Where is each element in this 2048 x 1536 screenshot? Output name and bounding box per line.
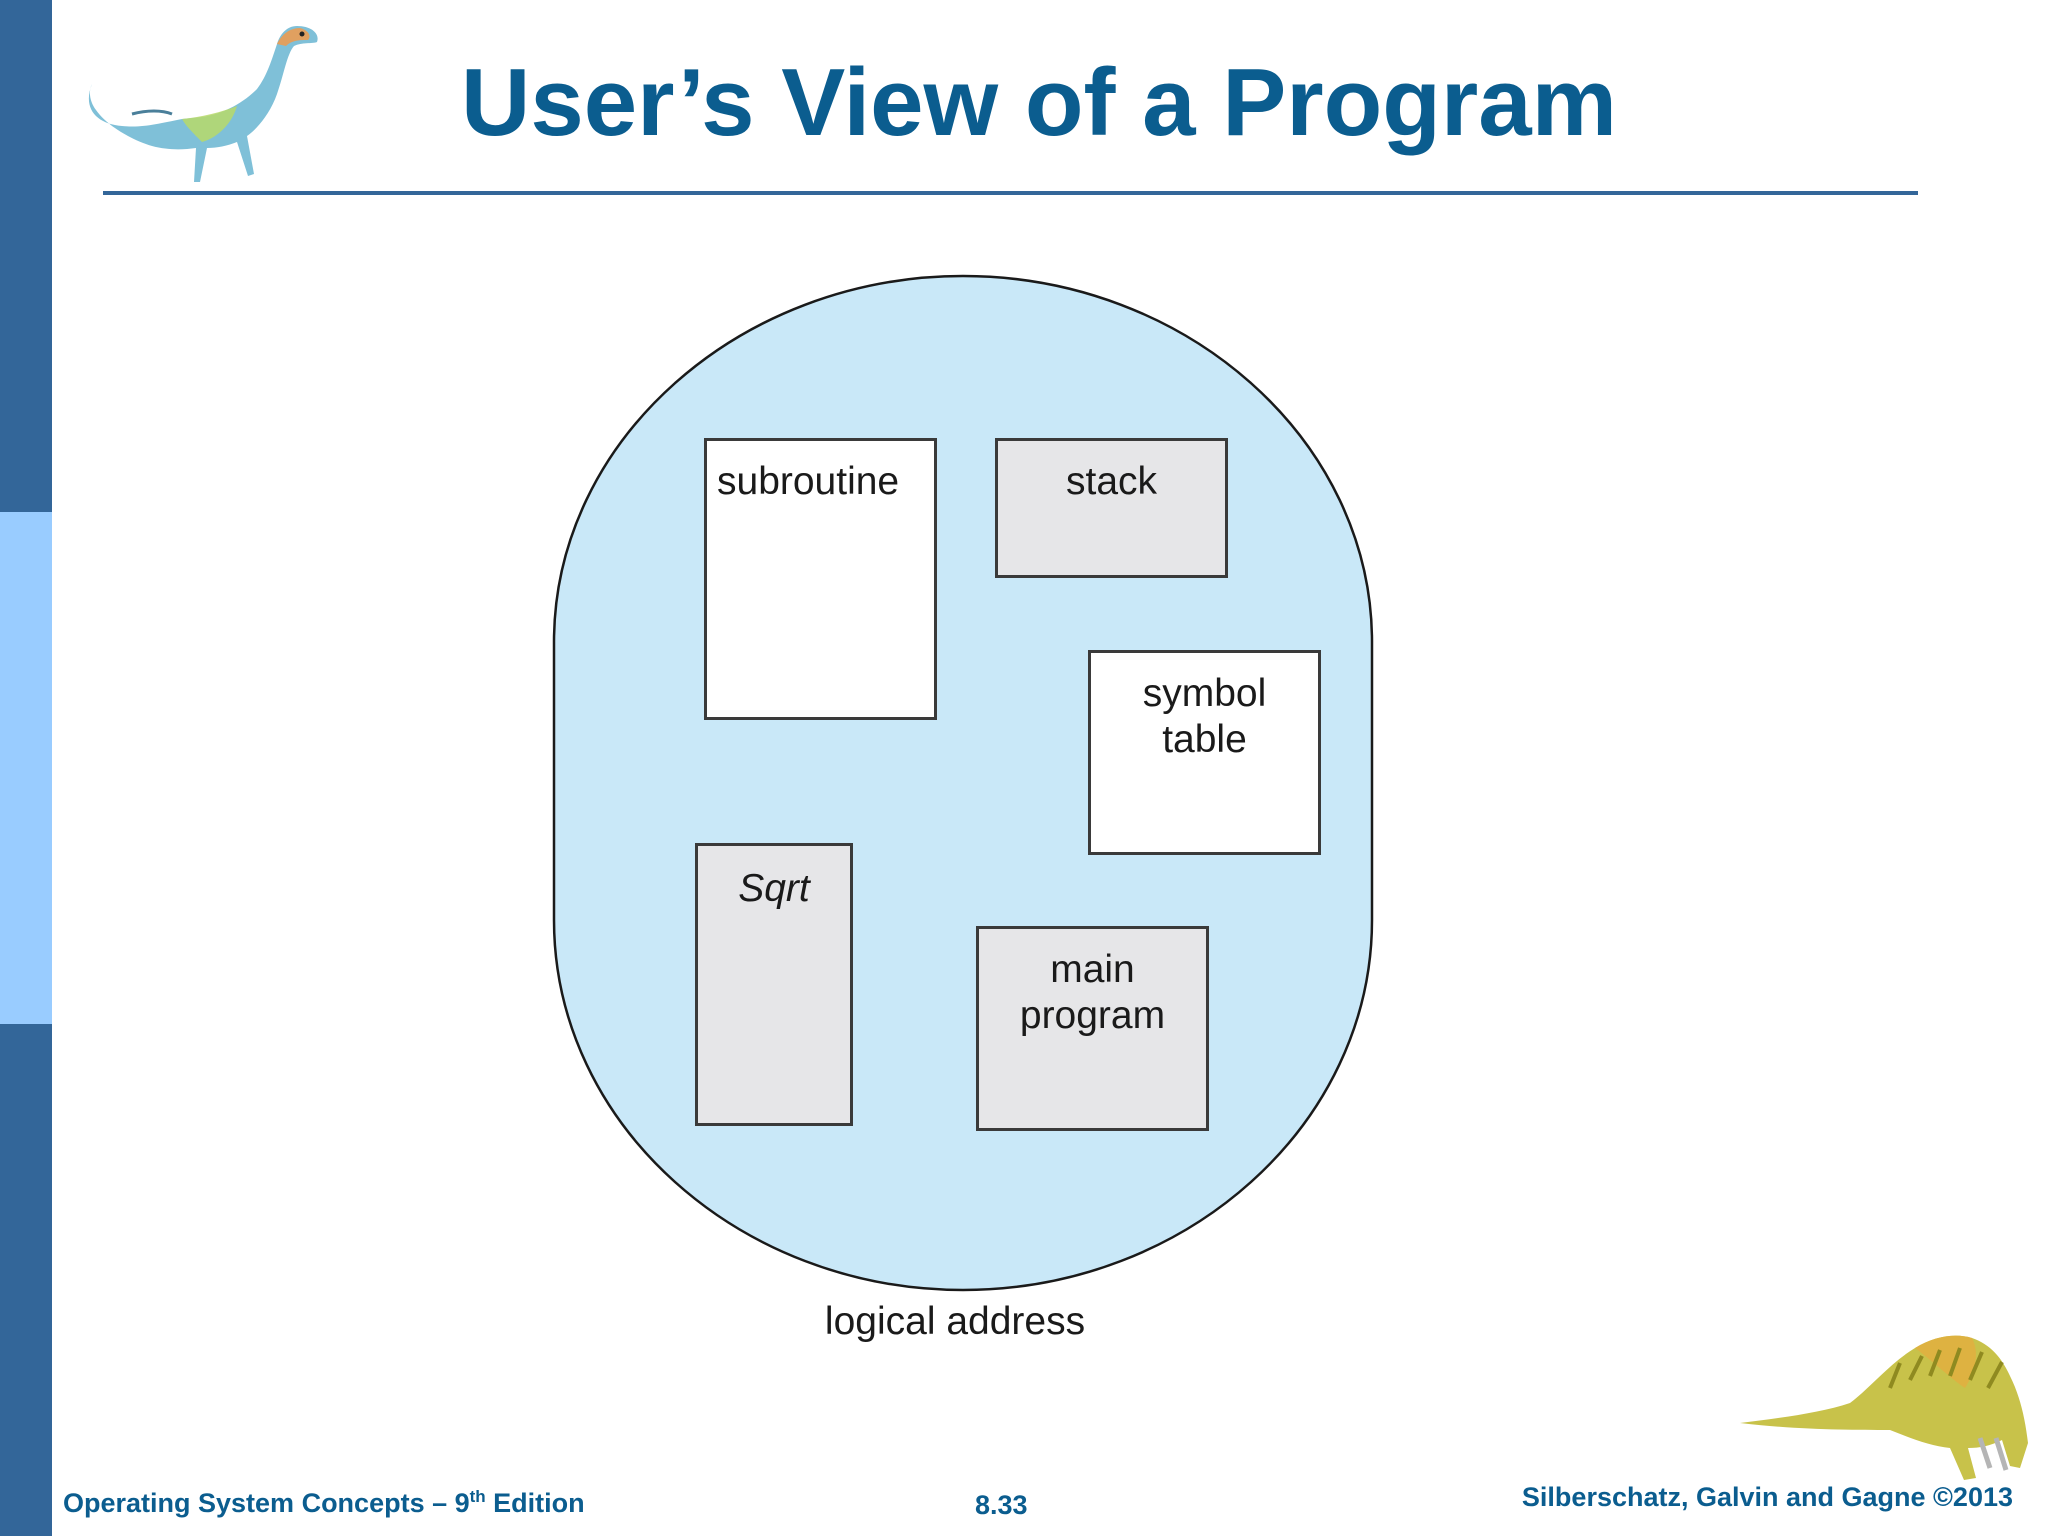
segment-stack: stack: [995, 438, 1228, 578]
segment-main-program-label-line1: main: [1050, 948, 1135, 991]
footer-book-suffix: Edition: [485, 1488, 585, 1518]
footer-book-prefix: Operating System Concepts – 9: [63, 1488, 470, 1518]
segment-main-program-label-line2: program: [1019, 994, 1166, 1037]
logical-address-diagram: subroutine stack symbol table Sqrt main …: [550, 270, 1390, 1343]
segment-main-program: main program: [976, 926, 1209, 1131]
sidebar-band-middle: [0, 512, 52, 1024]
segment-stack-label: stack: [1065, 460, 1158, 503]
page-title: User’s View of a Program: [460, 49, 1618, 156]
footer-book-title: Operating System Concepts – 9th Edition: [63, 1487, 585, 1519]
segment-sqrt-label: Sqrt: [738, 867, 810, 910]
diagram-caption: logical address: [824, 1300, 1086, 1343]
dinosaur-logo-bottom: [1740, 1335, 2028, 1480]
footer-copyright: Silberschatz, Galvin and Gagne ©2013: [1521, 1482, 2013, 1512]
segment-subroutine-label: subroutine: [717, 460, 900, 503]
sidebar-band-bottom: [0, 1024, 52, 1536]
title-divider: [103, 191, 1918, 195]
sidebar-band-top: [0, 0, 52, 512]
segment-symbol-table-label-line2: table: [1162, 718, 1247, 761]
segment-symbol-table-label-line1: symbol: [1142, 672, 1267, 715]
footer-book-sup: th: [469, 1487, 486, 1506]
segment-subroutine: subroutine: [704, 438, 937, 720]
segment-symbol-table: symbol table: [1088, 650, 1321, 855]
dinosaur-logo-top: [88, 26, 318, 182]
segment-sqrt: Sqrt: [695, 843, 853, 1126]
footer-page-number: 8.33: [975, 1490, 1028, 1520]
